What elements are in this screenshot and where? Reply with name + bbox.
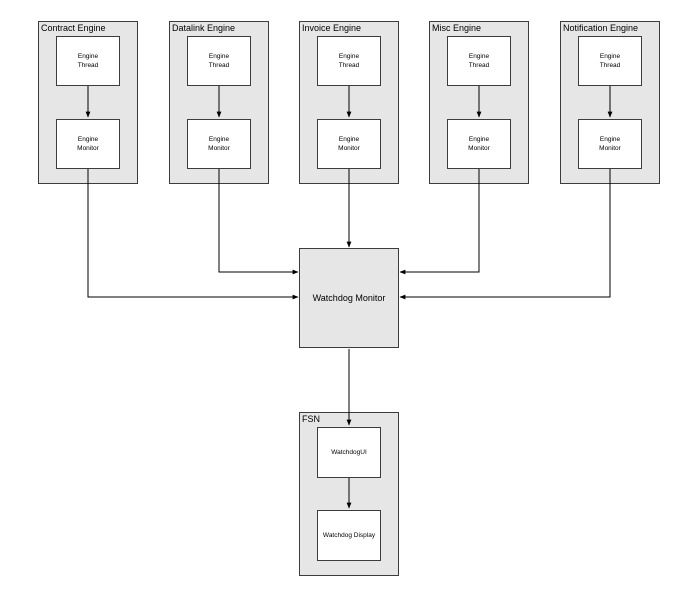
node-label-line: Thread: [208, 62, 230, 69]
container-title: Contract Engine: [41, 23, 106, 33]
node-label-line: Thread: [599, 62, 621, 69]
container-title: FSN: [302, 414, 320, 424]
node-label-line: Engine: [338, 53, 360, 60]
node-label-line: Engine: [338, 136, 360, 143]
node-label-line: Engine: [468, 53, 490, 60]
container-title: Notification Engine: [563, 23, 639, 33]
node-label-line: Thread: [338, 62, 360, 69]
node-label-line: Monitor: [208, 145, 230, 152]
node-label-line: Monitor: [599, 145, 621, 152]
watchdog-ui-label: WatchdogUI: [331, 449, 367, 456]
watchdog-display-label: Watchdog Display: [322, 532, 376, 539]
datalink-to-watchdog-connector: [218, 169, 299, 275]
container-title: Datalink Engine: [172, 23, 236, 33]
node-label-line: Engine: [468, 136, 490, 143]
misc-to-watchdog-connector: [399, 169, 480, 275]
node-label-line: Monitor: [468, 145, 490, 152]
notification-to-watchdog-connector: [399, 169, 611, 300]
watchdog-display-node: Watchdog Display: [317, 510, 381, 561]
watchdog-monitor-node: Watchdog Monitor: [299, 248, 399, 348]
contract-to-watchdog-connector: [87, 169, 299, 300]
container-title: Misc Engine: [432, 23, 482, 33]
node-label-line: Engine: [599, 53, 621, 60]
node-label-line: Monitor: [77, 145, 99, 152]
node-label-line: Engine: [208, 53, 230, 60]
node-label-line: Engine: [77, 136, 99, 143]
node-label-line: Engine: [208, 136, 230, 143]
node-label-line: Engine: [77, 53, 99, 60]
node-label-line: Thread: [77, 62, 99, 69]
watchdog-monitor-label: Watchdog Monitor: [312, 293, 386, 303]
container-title: Invoice Engine: [302, 23, 362, 33]
node-label-line: Thread: [468, 62, 490, 69]
node-label-line: Monitor: [338, 145, 360, 152]
watchdog-ui-node: WatchdogUI: [317, 427, 381, 478]
fsn-container: FSN WatchdogUI Watchdog Display: [299, 412, 399, 576]
node-label-line: Engine: [599, 136, 621, 143]
